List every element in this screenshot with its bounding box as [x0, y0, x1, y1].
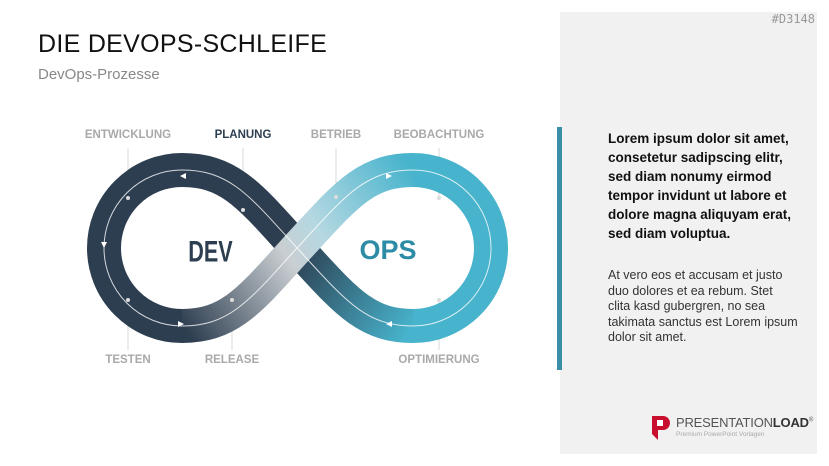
- arrow-icon: [458, 242, 464, 248]
- ops-label: OPS: [359, 235, 416, 265]
- flow-arrows: [101, 173, 464, 327]
- label-testen: TESTEN: [105, 354, 151, 366]
- logo-wordmark: PRESENTATIONLOAD®: [676, 415, 813, 430]
- arrow-icon: [180, 173, 186, 179]
- logo-name-light: PRESENTATION: [676, 415, 773, 430]
- sidebar-body-text: At vero eos et accusam et justo duo dolo…: [608, 268, 798, 344]
- milestone-dots: [126, 195, 441, 302]
- flow-line: [103, 169, 492, 327]
- label-release: RELEASE: [204, 354, 260, 366]
- dev-loop-band: [87, 153, 183, 343]
- page-subtitle: DevOps-Prozesse: [38, 66, 160, 83]
- logo-registered-mark: ®: [808, 417, 814, 424]
- sidebar-lead-text: Lorem ipsum dolor sit amet, consetetur s…: [608, 131, 792, 241]
- slide-code: #D3148: [771, 12, 815, 26]
- label-planung: PLANUNG: [214, 129, 272, 141]
- accent-bar: [557, 127, 562, 370]
- logo-name-bold: LOAD: [772, 415, 809, 430]
- label-entwicklung: ENTWICKLUNG: [84, 129, 172, 141]
- arrow-icon: [178, 321, 184, 327]
- sidebar-panel: [560, 12, 817, 454]
- logo-tagline: Premium PowerPoint Vorlagen: [676, 431, 765, 438]
- label-beobachtung: BEOBACHTUNG: [393, 129, 485, 141]
- arrow-icon: [101, 242, 107, 248]
- arrow-icon: [386, 173, 392, 179]
- dev-label: DEV: [188, 234, 233, 268]
- devops-infinity-diagram: DEV OPS: [87, 148, 508, 350]
- page-title: DIE DEVOPS-SCHLEIFE: [38, 30, 328, 58]
- arrow-icon: [386, 321, 392, 327]
- presentationload-logo-icon: [652, 416, 670, 440]
- ops-loop-band: [412, 153, 508, 343]
- label-betrieb: BETRIEB: [310, 129, 362, 141]
- label-optimierung: OPTIMIERUNG: [398, 354, 480, 366]
